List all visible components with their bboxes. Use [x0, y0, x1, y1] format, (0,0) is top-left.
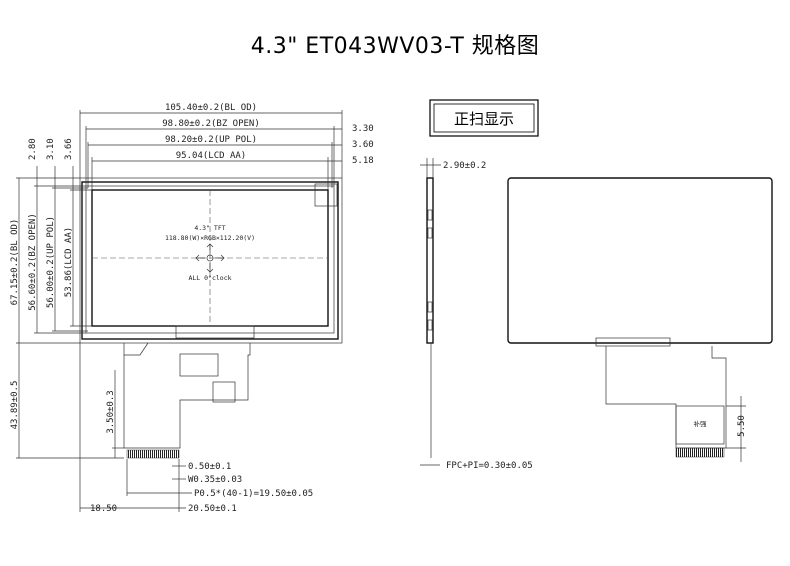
center-text-3: ALL 0°clock — [188, 274, 231, 282]
dim-thickness: 2.90±0.2 — [443, 161, 486, 171]
orientation-arrows-icon — [195, 243, 225, 273]
dim-right-1: 3.30 — [352, 124, 374, 134]
dim-bottom-left: 18.50 — [90, 504, 117, 514]
dim-left-top-3: 3.66 — [64, 138, 74, 160]
back-lip — [595, 337, 671, 347]
bezel-outline — [81, 181, 339, 340]
fpc-component — [212, 381, 236, 403]
dim-fpc-height: 43.89±0.5 — [10, 381, 20, 430]
fpc-tail — [123, 342, 251, 449]
dim-left-bz-open: 56.60±0.2(BZ OPEN) — [28, 213, 38, 311]
dim-right-2: 3.60 — [352, 140, 374, 150]
page-title: 4.3" ET043WV03-T 规格图 — [250, 34, 540, 59]
dim-right-3: 5.18 — [352, 156, 374, 166]
center-text-2: 118.80(W)×RGB×112.20(V) — [165, 234, 255, 242]
bezel-open — [85, 185, 335, 334]
bottom-lip — [175, 325, 255, 339]
dim-left-top-1: 2.80 — [28, 138, 38, 160]
dim-left-top-2: 3.10 — [46, 138, 56, 160]
dim-left-bl-od: 67.15±0.2(BL OD) — [10, 219, 20, 306]
dim-bottom-2: W0.35±0.03 — [188, 475, 242, 485]
dim-bz-open: 98.80±0.2(BZ OPEN) — [162, 119, 260, 129]
front-view: 4.3" TFT 118.80(W)×RGB×112.20(V) ALL 0°c… — [10, 103, 374, 514]
back-gold-fingers — [675, 447, 725, 458]
left-dimensions: 67.15±0.2(BL OD) 56.60±0.2(BZ OPEN) 56.0… — [10, 138, 124, 459]
dim-bottom-3: P0.5*(40-1)=19.50±0.05 — [194, 489, 313, 499]
top-dimensions: 105.40±0.2(BL OD) 98.80±0.2(BZ OPEN) 98.… — [79, 103, 374, 190]
gold-fingers — [126, 449, 180, 459]
dim-fpc-pi: FPC+PI=0.30±0.05 — [446, 461, 533, 471]
back-body — [507, 177, 773, 344]
bl-outline — [79, 177, 343, 344]
scan-label-box: 正扫显示 — [429, 99, 539, 137]
center-text-1: 4.3" TFT — [194, 224, 225, 232]
stiffener — [675, 405, 725, 445]
side-view: 2.90±0.2 FPC+PI=0.30±0.05 — [420, 158, 533, 471]
bottom-dimensions: 0.50±0.1 W0.35±0.03 P0.5*(40-1)=19.50±0.… — [79, 343, 313, 514]
corner-tab — [314, 183, 338, 207]
back-view: 补强 5.50 — [507, 177, 773, 462]
fpc-ic — [179, 353, 219, 377]
dim-lcd-aa: 95.04(LCD AA) — [176, 151, 246, 161]
dim-left-up-pol: 56.00±0.2(UP POL) — [46, 216, 56, 308]
dim-bl-od: 105.40±0.2(BL OD) — [165, 103, 257, 113]
scan-label: 正扫显示 — [454, 110, 514, 128]
dim-left-lcd-aa: 53.86(LCD AA) — [64, 227, 74, 297]
dim-up-pol: 98.20±0.2(UP POL) — [165, 135, 257, 145]
dim-stiffener: 5.50 — [737, 415, 747, 437]
dim-bottom-1: 0.50±0.1 — [188, 462, 231, 472]
dim-bottom-right: 20.50±0.1 — [188, 504, 237, 514]
stiffener-label: 补强 — [694, 419, 708, 428]
side-body — [426, 177, 434, 344]
back-fpc — [605, 346, 727, 449]
dim-fpc-offset: 3.50±0.3 — [106, 390, 116, 433]
